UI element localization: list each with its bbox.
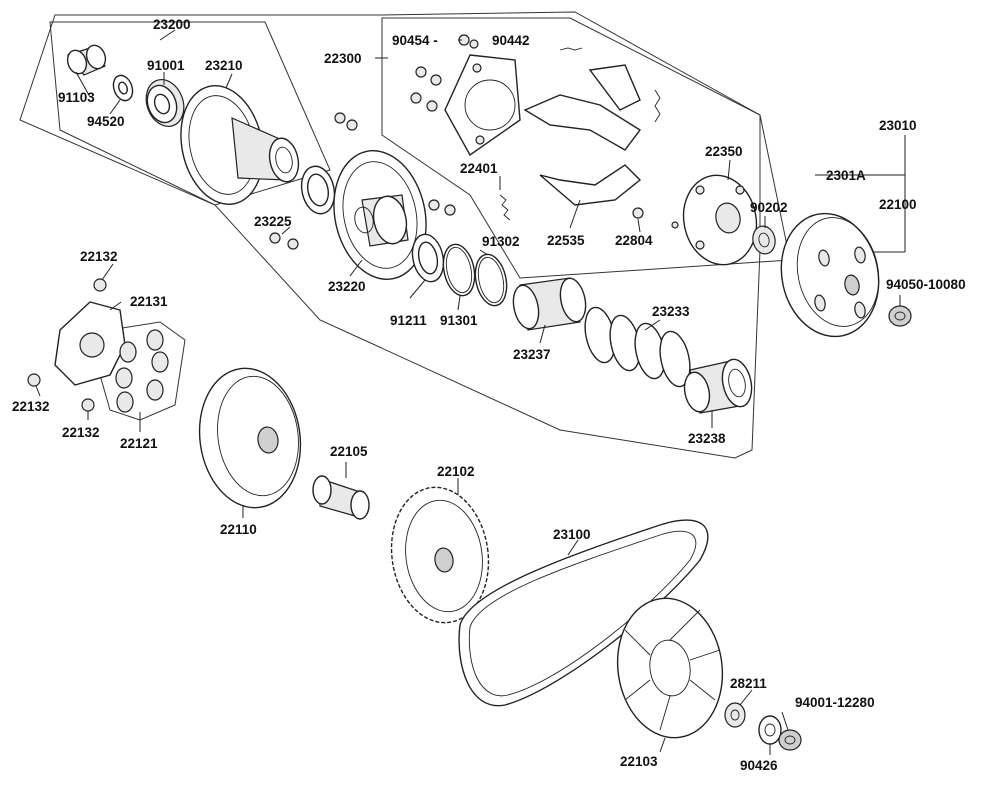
- label-23220: 23220: [328, 279, 366, 294]
- label-23100: 23100: [553, 527, 591, 542]
- clutch-bell-22100: [780, 212, 880, 338]
- washer-94520: [112, 74, 134, 102]
- label-91103: 91103: [58, 90, 95, 105]
- rollers-22121: [115, 329, 169, 413]
- collar-23237: [512, 277, 587, 331]
- part-labels: 23200 91001 23210 91103 94520 22300 9045…: [12, 17, 966, 773]
- bushing-91103: [66, 44, 107, 76]
- label-22131: 22131: [130, 294, 168, 309]
- label-90202: 90202: [750, 200, 788, 215]
- label-22535: 22535: [547, 233, 585, 248]
- label-23010: 23010: [879, 118, 917, 133]
- label-23237: 23237: [513, 347, 551, 362]
- label-28211: 28211: [730, 676, 767, 691]
- group-outlines: [19, 11, 906, 459]
- label-91301: 91301: [440, 313, 478, 328]
- clutch-shoes-22535: [523, 64, 642, 206]
- label-91001: 91001: [147, 58, 185, 73]
- label-23238: 23238: [688, 431, 726, 446]
- spring-22401: [499, 47, 661, 221]
- label-90442: 90442: [492, 33, 530, 48]
- parts: [27, 34, 912, 751]
- sliders-22132: [27, 278, 107, 412]
- spring-cup-23238: [683, 358, 753, 414]
- clutch-plate-22300: [444, 54, 521, 157]
- leader-lines: [35, 29, 901, 755]
- drive-belt-23100: [458, 519, 709, 707]
- nut-94050: [888, 305, 912, 327]
- oring-91302: [474, 253, 508, 307]
- nut-94001: [778, 729, 802, 751]
- label-22132a: 22132: [80, 249, 118, 264]
- pin-22804: [632, 207, 644, 219]
- label-22103: 22103: [620, 754, 658, 769]
- label-22350: 22350: [705, 144, 743, 159]
- label-22132c: 22132: [62, 425, 100, 440]
- label-91211: 91211: [390, 313, 427, 328]
- outline-clutch-group: [381, 17, 791, 279]
- drive-face-22102: [390, 486, 490, 624]
- label-90426: 90426: [740, 758, 778, 773]
- seal-91211: [411, 233, 445, 283]
- nut-90202: [752, 225, 776, 255]
- label-23225: 23225: [254, 214, 292, 229]
- pins-23225: [269, 112, 358, 250]
- label-94001: 94001-12280: [795, 695, 875, 710]
- outline-23200-group: [49, 21, 331, 206]
- seal-ring: [300, 165, 336, 215]
- sheave-23210: [180, 85, 300, 205]
- label-22132b: 22132: [12, 399, 50, 414]
- fan-22103: [616, 597, 724, 739]
- label-22102: 22102: [437, 464, 475, 479]
- label-22121: 22121: [120, 436, 158, 451]
- label-91302: 91302: [482, 234, 520, 249]
- label-22105: 22105: [330, 444, 368, 459]
- plate-28211: [724, 702, 746, 728]
- ramp-plate-22131: [54, 301, 126, 386]
- drive-face-22110: [198, 367, 302, 509]
- label-22100: 22100: [879, 197, 917, 212]
- label-22300: 22300: [324, 51, 362, 66]
- label-23210: 23210: [205, 58, 243, 73]
- pins-guide: [428, 199, 456, 216]
- bearing-91001: [145, 79, 185, 127]
- washer-90426: [758, 715, 782, 745]
- label-22804: 22804: [615, 233, 653, 248]
- label-94050: 94050-10080: [886, 277, 966, 292]
- drive-plate-22350: [671, 174, 758, 266]
- label-23233: 23233: [652, 304, 690, 319]
- label-22401: 22401: [460, 161, 498, 176]
- collar-22105: [312, 475, 370, 520]
- spring-23233: [584, 306, 691, 388]
- label-2301A: 2301A: [826, 168, 866, 183]
- label-90454: 90454 -: [392, 33, 438, 48]
- outline-rollers-group: [99, 321, 186, 421]
- label-22110: 22110: [220, 522, 257, 537]
- label-94520: 94520: [87, 114, 125, 129]
- sheave-23220: [333, 150, 427, 280]
- label-23200: 23200: [153, 17, 191, 32]
- oring-91301: [442, 243, 476, 297]
